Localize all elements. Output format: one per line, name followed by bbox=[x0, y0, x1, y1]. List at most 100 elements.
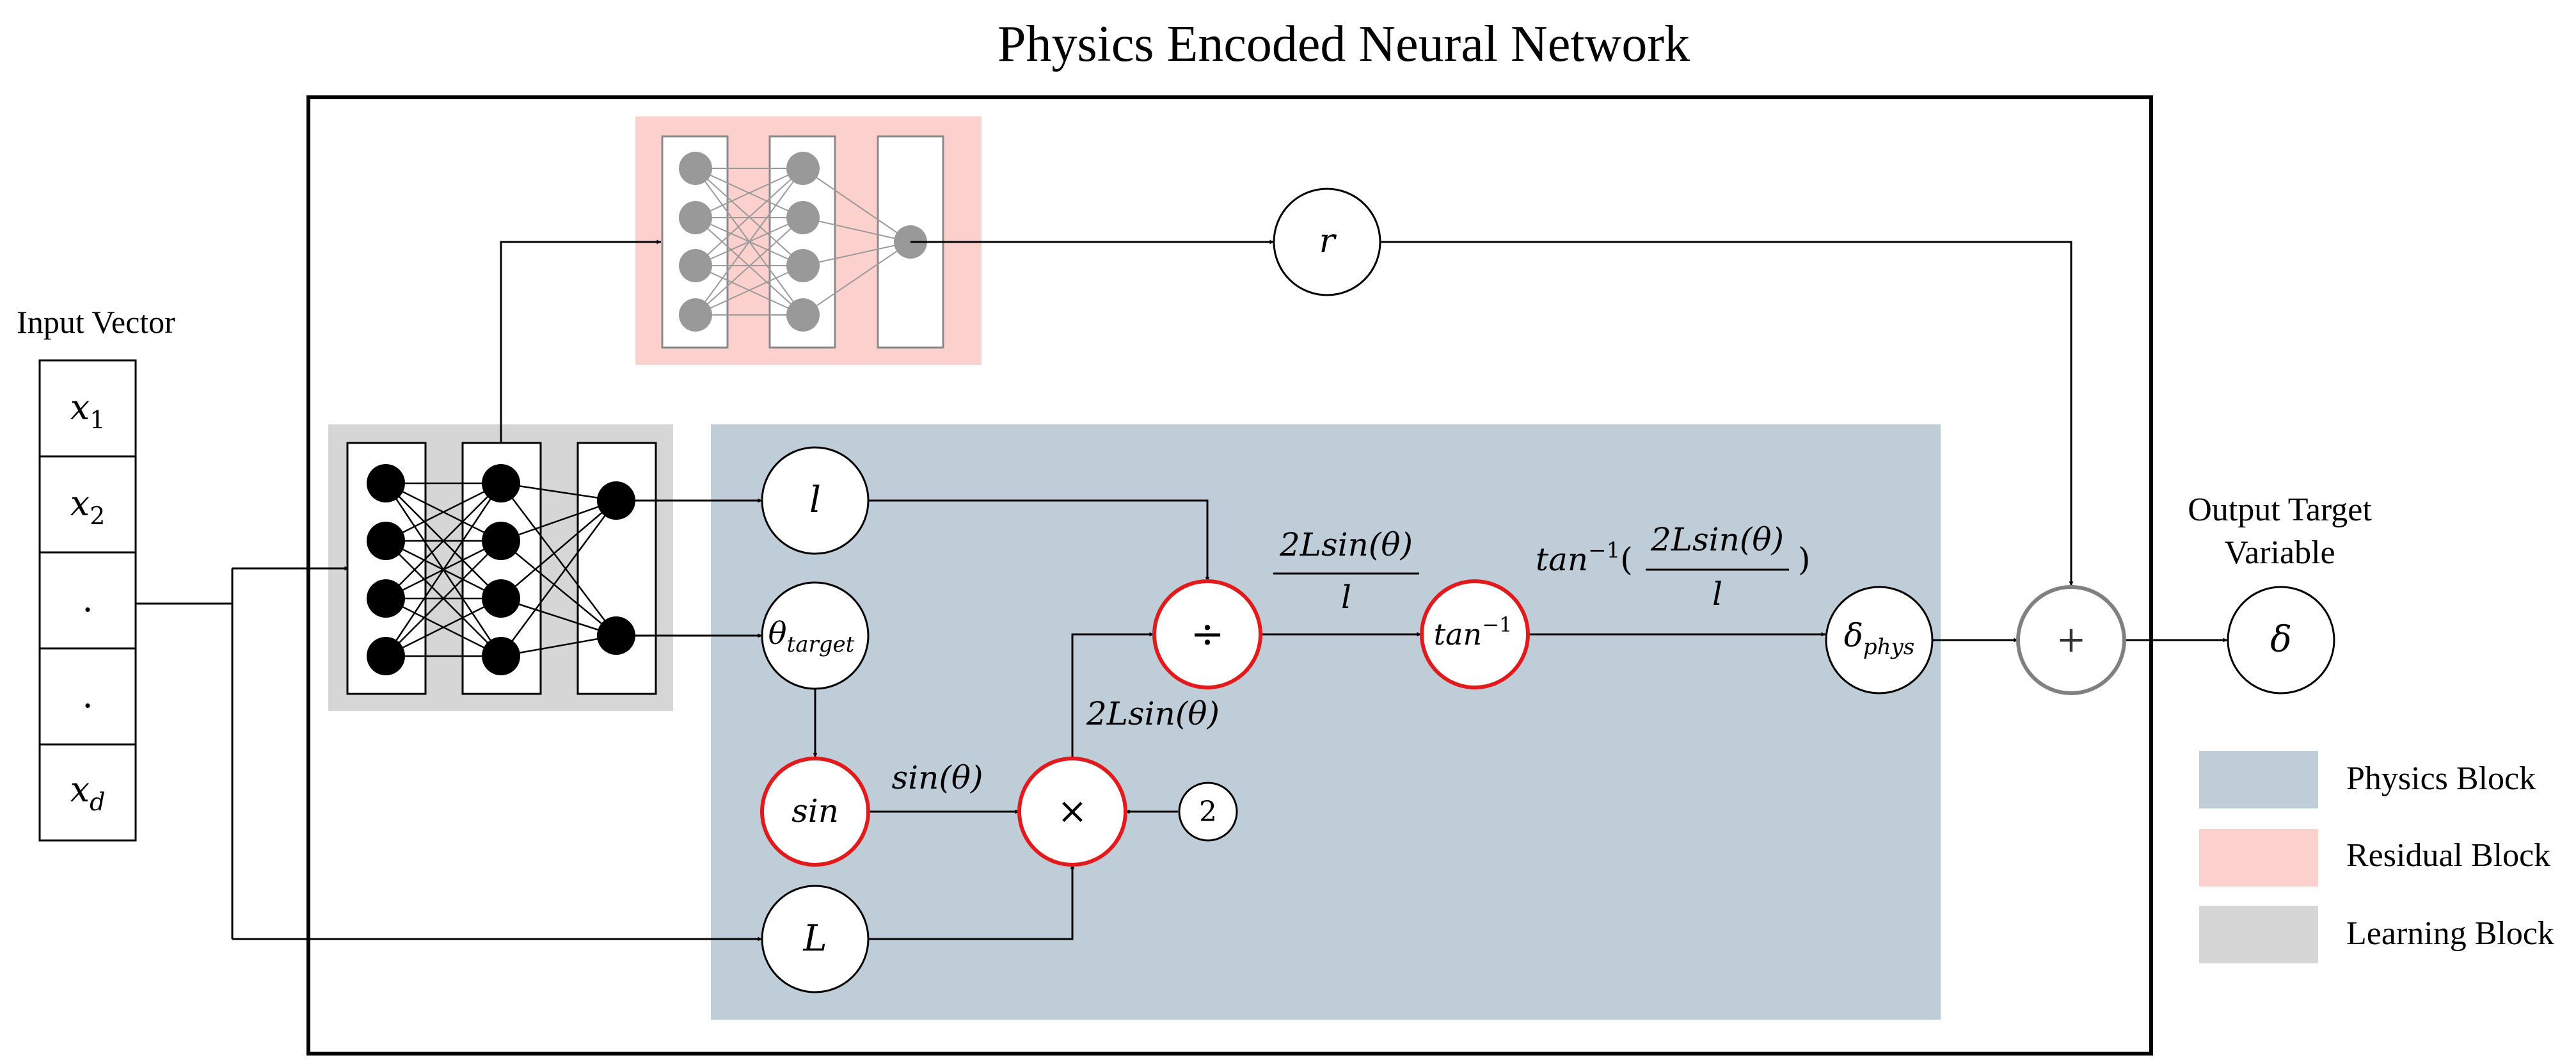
label-arctan-expression: tan−1( 2Lsin(θ) l ) bbox=[1536, 521, 1811, 613]
input-cell-2 bbox=[38, 455, 137, 554]
svg-text:2Lsin(θ): 2Lsin(θ) bbox=[1279, 526, 1413, 563]
legend-swatch-learning bbox=[2199, 906, 2318, 963]
legend-label-learning: Learning Block bbox=[2346, 915, 2554, 952]
learning-neuron bbox=[482, 464, 520, 502]
svg-text:2: 2 bbox=[1199, 796, 1217, 828]
learning-neuron bbox=[367, 637, 405, 675]
legend-label-physics: Physics Block bbox=[2346, 760, 2536, 797]
label-2lsin-theta: 2Lsin(θ) bbox=[1086, 695, 1220, 732]
residual-connection bbox=[802, 241, 911, 316]
svg-text:tan−1(: tan−1( bbox=[1536, 538, 1633, 578]
input-x1: x1 bbox=[70, 387, 106, 434]
physics-block bbox=[711, 424, 1941, 1020]
node-delta-phys: δphys bbox=[1825, 586, 1934, 695]
legend-swatch-residual bbox=[2199, 829, 2318, 887]
residual-neuron bbox=[679, 152, 712, 185]
input-dot-1: . bbox=[82, 579, 93, 620]
svg-text:r: r bbox=[1319, 222, 1337, 261]
residual-connection bbox=[695, 168, 804, 316]
input-cell-1 bbox=[38, 359, 137, 458]
input-vector: x1 x2 . . xd bbox=[38, 359, 137, 842]
learning-neuron bbox=[482, 579, 520, 618]
label-sin-theta: sin(θ) bbox=[892, 759, 983, 796]
input-dot-2: . bbox=[82, 675, 93, 716]
svg-text:L: L bbox=[802, 918, 827, 960]
residual-neuron bbox=[786, 249, 820, 282]
residual-neuron bbox=[679, 201, 712, 234]
node-plus: + bbox=[2016, 585, 2126, 695]
learning-neuron bbox=[482, 522, 520, 560]
residual-network bbox=[661, 135, 944, 349]
output-label-line1: Output Target bbox=[2188, 492, 2372, 528]
learning-connection bbox=[500, 500, 617, 657]
edge-r-plus bbox=[1380, 241, 2074, 586]
legend: Physics Block Residual Block Learning Bl… bbox=[2199, 751, 2554, 963]
residual-connection bbox=[695, 168, 804, 218]
residual-neuron bbox=[786, 152, 820, 185]
residual-connection bbox=[695, 265, 804, 316]
learning-connection bbox=[385, 597, 502, 657]
residual-connection bbox=[802, 241, 911, 266]
learning-connection bbox=[500, 540, 617, 636]
input-xd: xd bbox=[70, 769, 106, 816]
svg-text:×: × bbox=[1058, 791, 1088, 832]
label-fraction: 2Lsin(θ) l bbox=[1273, 526, 1419, 616]
node-two: 2 bbox=[1178, 782, 1238, 842]
residual-connection bbox=[802, 217, 911, 243]
input-x2: x2 bbox=[70, 483, 106, 530]
learning-neuron bbox=[367, 579, 405, 618]
svg-text:sin: sin bbox=[791, 792, 839, 830]
edge-times-divide bbox=[1071, 632, 1154, 759]
input-cell-5 bbox=[38, 743, 137, 842]
residual-neuron bbox=[786, 298, 820, 332]
node-l: l bbox=[761, 446, 870, 555]
svg-text:θtarget: θtarget bbox=[768, 616, 855, 657]
node-arctan: tan−1 bbox=[1420, 579, 1530, 689]
node-delta: δ bbox=[2227, 586, 2335, 695]
learning-network bbox=[346, 442, 657, 695]
svg-text:tan−1: tan−1 bbox=[1434, 613, 1513, 652]
learning-neuron bbox=[482, 637, 520, 675]
residual-neuron bbox=[679, 249, 712, 282]
legend-swatch-physics bbox=[2199, 751, 2318, 808]
node-theta-target: θtarget bbox=[761, 581, 870, 690]
legend-label-residual: Residual Block bbox=[2346, 837, 2550, 874]
svg-text:÷: ÷ bbox=[1190, 611, 1225, 658]
residual-connection bbox=[695, 217, 804, 316]
learning-neuron bbox=[367, 522, 405, 560]
learning-connection bbox=[500, 499, 617, 542]
residual-neuron bbox=[786, 201, 820, 234]
learning-connection bbox=[500, 597, 617, 637]
edge-learning-residual bbox=[500, 239, 662, 443]
edge-L-times bbox=[868, 864, 1075, 940]
node-r: r bbox=[1273, 188, 1381, 296]
residual-connection bbox=[695, 168, 804, 266]
residual-neuron bbox=[679, 298, 712, 332]
svg-text:+: + bbox=[2056, 619, 2087, 661]
svg-text:δ: δ bbox=[2270, 619, 2292, 661]
learning-connection bbox=[385, 540, 502, 657]
svg-text:l: l bbox=[1712, 575, 1722, 613]
svg-text:l: l bbox=[809, 479, 821, 521]
learning-connection bbox=[385, 482, 502, 542]
learning-connection bbox=[385, 483, 502, 599]
svg-text:): ) bbox=[1798, 541, 1811, 578]
diagram-title: Physics Encoded Neural Network bbox=[998, 16, 1690, 72]
learning-neuron bbox=[367, 464, 405, 502]
residual-connection bbox=[802, 168, 911, 243]
input-vector-label: Input Vector bbox=[17, 304, 175, 340]
output-label-line2: Variable bbox=[2224, 534, 2335, 571]
input-trunk bbox=[136, 602, 234, 939]
svg-text:δphys: δphys bbox=[1844, 617, 1914, 660]
node-L: L bbox=[761, 885, 870, 993]
learning-layer-3 bbox=[576, 442, 657, 695]
learning-connection bbox=[385, 483, 502, 657]
node-times: × bbox=[1017, 757, 1127, 867]
node-sin: sin bbox=[760, 757, 870, 867]
learning-connection bbox=[500, 483, 617, 636]
edge-l-divide bbox=[868, 499, 1210, 582]
svg-text:2Lsin(θ): 2Lsin(θ) bbox=[1650, 521, 1784, 558]
pen-frame bbox=[306, 95, 2153, 1056]
svg-text:l: l bbox=[1341, 579, 1351, 616]
